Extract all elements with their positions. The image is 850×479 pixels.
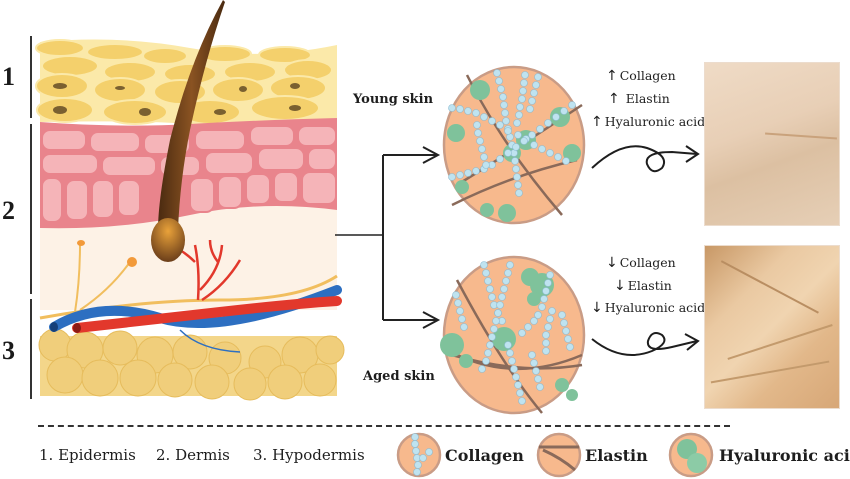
aged-factor-hyaluronic: ↓Hyaluronic acid: [591, 300, 706, 316]
artery: [72, 296, 342, 333]
skin-cross-section: [35, 0, 345, 401]
layer-bracket-epidermis: [30, 36, 32, 118]
legend-layer-hypodermis: 3. Hypodermis: [253, 446, 365, 464]
down-arrow-icon: ↓: [614, 278, 626, 294]
aged-skin-wrinkle: [710, 360, 830, 383]
legend-divider: [38, 425, 730, 427]
aged-curly-arrow: [591, 332, 700, 356]
down-arrow-icon: ↓: [606, 255, 618, 271]
up-arrow-icon: ↑: [608, 91, 620, 107]
young-skin-matrix-circle: [442, 65, 586, 225]
hair-shaft: [158, 0, 225, 230]
legend-layer-dermis: 2. Dermis: [156, 446, 230, 464]
vein-opening: [50, 322, 58, 332]
collagen-chains: [452, 261, 574, 405]
layer-number-2: 2: [2, 196, 15, 225]
young-factor-elastin: ↑ Elastin: [608, 91, 670, 107]
collagen-fiber-icon: [396, 432, 442, 478]
layer-number-1: 1: [2, 62, 15, 91]
layer-bracket-dermis: [30, 124, 32, 294]
aged-factor-collagen: ↓Collagen: [606, 255, 676, 271]
artery-opening: [73, 323, 81, 333]
nerve-ending: [127, 257, 137, 267]
up-arrow-icon: ↑: [591, 114, 603, 130]
aged-skin-wrinkle: [721, 260, 819, 314]
down-arrow-icon: ↓: [591, 300, 603, 316]
hypodermis-fat: [38, 328, 345, 401]
up-arrow-icon: ↑: [606, 68, 618, 84]
aged-skin-matrix-circle: [440, 255, 586, 415]
young-factor-hyaluronic: ↑Hyaluronic acid: [591, 114, 706, 130]
collagen-chains: [448, 69, 576, 197]
young-skin-photo: [704, 62, 840, 226]
hair-bulb: [151, 218, 185, 262]
dermis-cells: [41, 125, 337, 223]
epidermis-nuclei: [53, 83, 301, 116]
young-factor-collagen: ↑Collagen: [606, 68, 676, 84]
aged-skin-label: Aged skin: [363, 369, 435, 384]
layer-number-3: 3: [2, 336, 15, 365]
nerve-ending: [77, 240, 85, 246]
aged-skin-photo: [704, 245, 840, 409]
aged-skin-wrinkle: [727, 324, 833, 360]
young-skin-label: Young skin: [353, 92, 434, 107]
elastin-fiber-icon: [536, 432, 582, 478]
young-curly-arrow: [591, 145, 700, 173]
legend-layer-epidermis: 1. Epidermis: [39, 446, 136, 464]
legend-hyaluronic-label: Hyaluronic acid: [719, 446, 850, 465]
young-skin-crease: [765, 132, 837, 140]
layer-bracket-hypodermis: [30, 299, 32, 399]
small-vein: [179, 329, 241, 353]
legend-collagen-label: Collagen: [445, 446, 524, 465]
aged-factor-elastin: ↓Elastin: [614, 278, 672, 294]
branching-arrow: [335, 146, 441, 329]
hyaluronic-acid-icon: [668, 432, 714, 478]
legend-elastin-label: Elastin: [585, 446, 648, 465]
